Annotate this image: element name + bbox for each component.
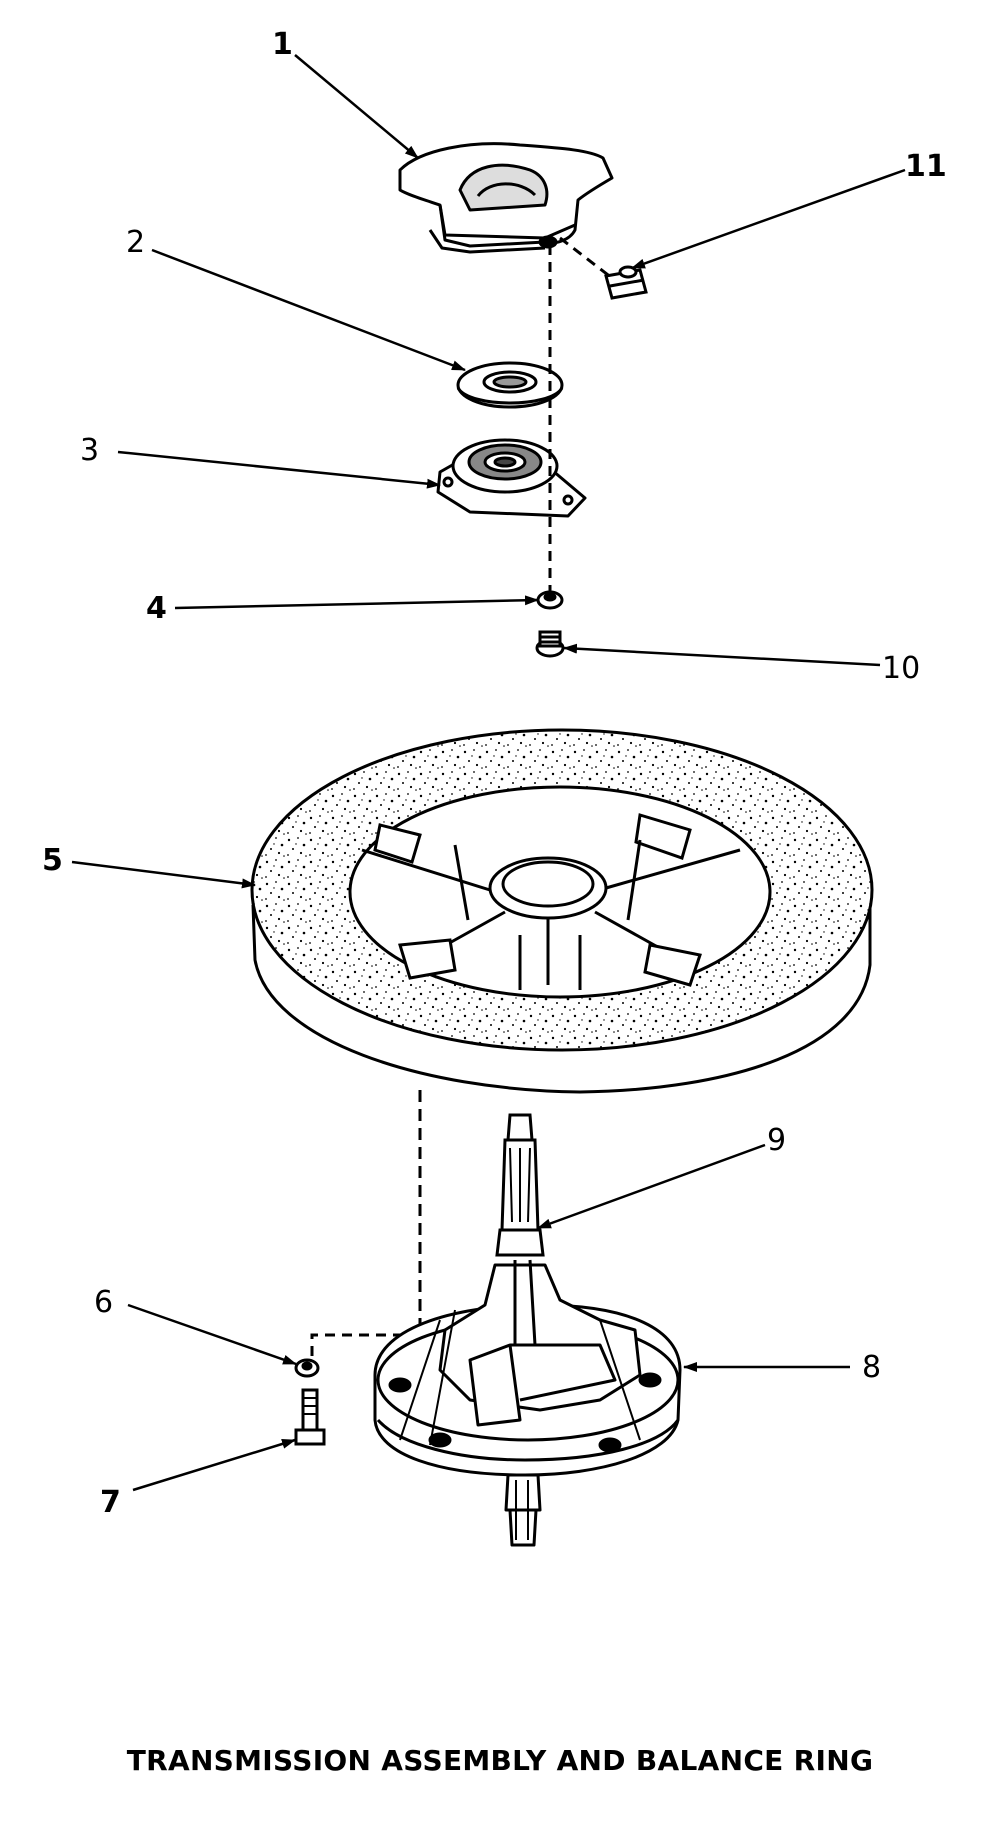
leader-6 [127,1303,297,1366]
leader-9 [537,1143,766,1230]
callout-3: 3 [80,433,99,468]
leader-11 [631,168,906,270]
leader-4 [174,595,539,610]
callout-numbers: 1 11 2 3 4 10 5 9 6 7 8 [42,27,947,1520]
part-9-agitator-shaft [495,1113,545,1257]
assembly-line-bolt [310,1333,420,1360]
leader-3 [117,450,441,489]
part-3-bearing-bracket [436,438,587,518]
part-6-nut [294,1358,320,1378]
leader-lines [71,54,906,1492]
callout-4: 4 [146,591,167,626]
callout-7: 7 [100,1485,121,1520]
leader-10 [563,643,881,667]
callout-11: 11 [905,149,947,184]
part-11-clip-nut [604,265,648,300]
callout-10: 10 [882,651,920,686]
leader-7 [132,1438,296,1492]
part-1-cover-bracket [398,142,614,254]
callout-8: 8 [862,1350,881,1385]
part-8-transmission-housing [373,1259,682,1547]
part-7-bolt [294,1388,326,1446]
callout-2: 2 [126,225,145,260]
callout-6: 6 [94,1285,113,1320]
assembly-line-nut [559,236,613,280]
callout-1: 1 [272,27,293,62]
leader-2 [151,248,466,372]
part-2-seal-washer [456,361,564,409]
leader-5 [71,860,256,889]
callout-9: 9 [767,1123,786,1158]
part-5-balance-ring [250,728,874,1094]
leader-1 [294,54,419,159]
part-10-screw [535,630,565,658]
diagram-title: TRANSMISSION ASSEMBLY AND BALANCE RING [126,1744,874,1777]
callout-5: 5 [42,843,63,878]
